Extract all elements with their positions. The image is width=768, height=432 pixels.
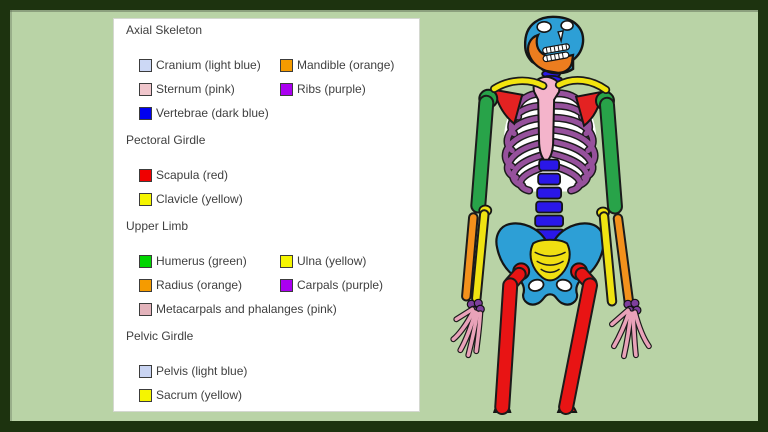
legend-item-label: Scapula (red) (156, 168, 229, 182)
legend-row: Humerus (green) Ulna (yellow) (139, 249, 419, 273)
legend-color-swatch (139, 278, 152, 292)
legend-row: Scapula (red) (139, 163, 419, 187)
legend-color-swatch (280, 278, 293, 292)
legend-item: Metacarpals and phalanges (pink) (139, 302, 337, 316)
vertebral-column-bone (533, 158, 565, 242)
legend-item: Scapula (red) (139, 168, 228, 182)
legend-item-label: Ribs (purple) (297, 82, 366, 96)
legend-color-swatch (139, 106, 152, 120)
legend-color-swatch (139, 192, 152, 206)
eye-socket (560, 20, 574, 31)
humerus-bone (470, 88, 623, 215)
legend-item: Ulna (yellow) (280, 254, 366, 268)
legend-item: Pelvis (light blue) (139, 364, 247, 378)
legend-item-label: Vertebrae (dark blue) (156, 106, 269, 120)
legend-item-label: Sternum (pink) (156, 82, 235, 96)
sacrum-bone (529, 238, 571, 282)
legend-row: Clavicle (yellow) (139, 187, 419, 211)
ribs-bone (501, 89, 599, 195)
legend-item-label: Clavicle (yellow) (156, 192, 243, 206)
legend-color-swatch (139, 254, 152, 268)
legend-item: Cranium (light blue) (139, 58, 280, 72)
radius-bone (461, 212, 635, 308)
legend-row: Cranium (light blue) Mandible (orange) (139, 53, 419, 77)
legend-row: Pelvis (light blue) (139, 359, 419, 383)
legend-color-swatch (280, 58, 293, 72)
nose-hole (557, 30, 564, 44)
legend-section-heading: Pectoral Girdle (126, 133, 206, 147)
sternum-bone (532, 75, 561, 163)
mandible-bone (526, 20, 575, 74)
teeth (542, 43, 570, 63)
legend-item-label: Pelvis (light blue) (156, 364, 248, 378)
legend-item: Carpals (purple) (280, 278, 383, 292)
legend-item-label: Radius (orange) (156, 278, 243, 292)
legend-color-swatch (139, 82, 152, 96)
clavicle-bone (490, 76, 611, 95)
legend-item: Ribs (purple) (280, 82, 366, 96)
skeleton-diagram (450, 15, 652, 416)
legend-row: Sternum (pink) Ribs (purple) (139, 77, 419, 101)
eye-socket (536, 20, 552, 33)
legend-section-heading: Axial Skeleton (126, 23, 203, 37)
legend-item-label: Sacrum (yellow) (156, 388, 243, 402)
legend-color-swatch (139, 388, 152, 402)
femur-bone (492, 262, 599, 416)
legend-section-heading: Pelvic Girdle (126, 329, 194, 343)
legend-item: Clavicle (yellow) (139, 192, 243, 206)
legend-color-swatch (139, 302, 152, 316)
legend-row: Metacarpals and phalanges (pink) (139, 297, 419, 321)
legend-item-label: Humerus (green) (156, 254, 247, 268)
legend-item-label: Ulna (yellow) (297, 254, 367, 268)
legend-color-swatch (280, 254, 293, 268)
legend-item: Sternum (pink) (139, 82, 280, 96)
legend-row: Vertebrae (dark blue) (139, 101, 419, 125)
legend-color-swatch (139, 168, 152, 182)
legend-item: Mandible (orange) (280, 58, 394, 72)
legend-item: Humerus (green) (139, 254, 280, 268)
legend-item-label: Mandible (orange) (297, 58, 395, 72)
legend-item: Radius (orange) (139, 278, 280, 292)
legend-section-heading: Upper Limb (126, 219, 189, 233)
legend-item-label: Metacarpals and phalanges (pink) (156, 302, 337, 316)
legend-item: Vertebrae (dark blue) (139, 106, 269, 120)
legend-color-swatch (280, 82, 293, 96)
metacarpals-phalanges-bone (450, 306, 652, 360)
legend-item-label: Carpals (purple) (297, 278, 384, 292)
legend-item: Sacrum (yellow) (139, 388, 242, 402)
legend-row: Sacrum (yellow) (139, 383, 419, 407)
legend-color-swatch (139, 364, 152, 378)
legend-color-swatch (139, 58, 152, 72)
legend-row: Radius (orange) Carpals (purple) (139, 273, 419, 297)
obturator-foramen (527, 278, 573, 292)
legend-item-label: Cranium (light blue) (156, 58, 261, 72)
ulna-bone (471, 204, 618, 307)
